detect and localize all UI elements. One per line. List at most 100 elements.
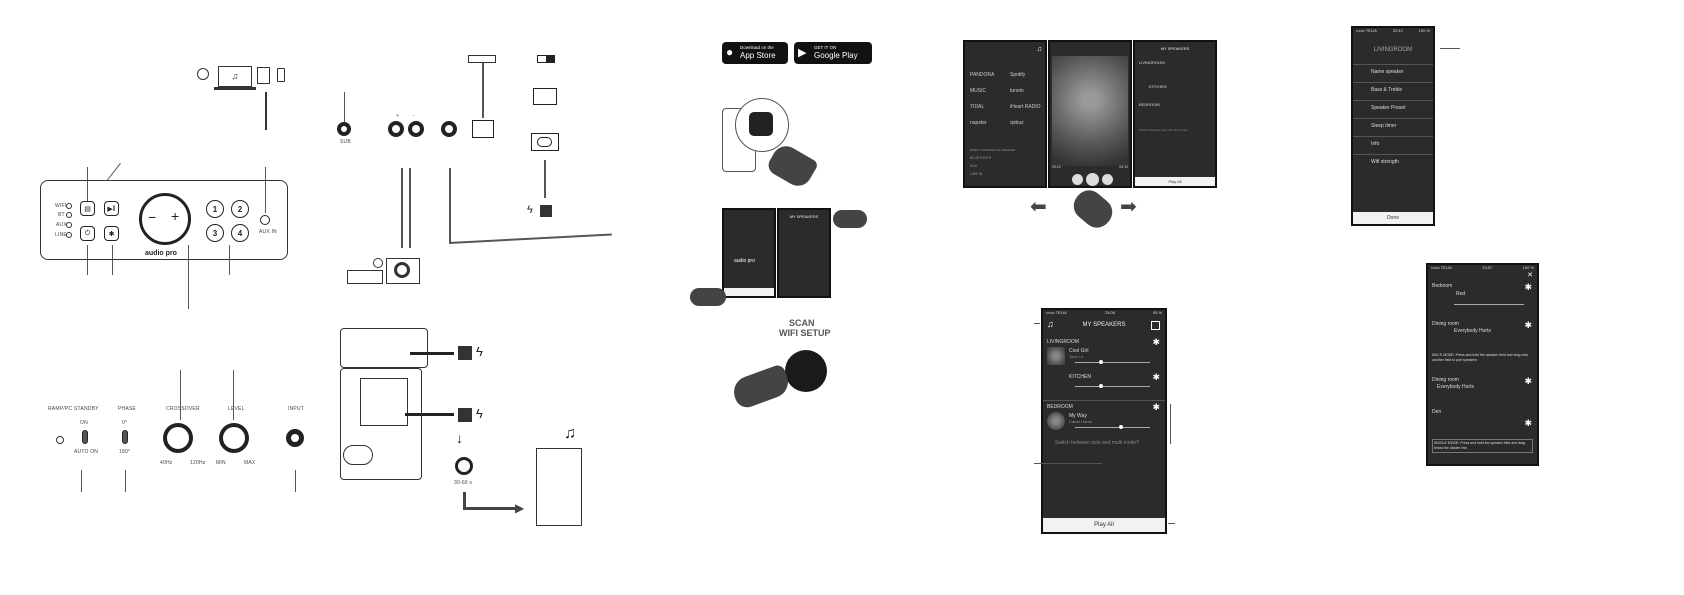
room-bedroom[interactable]: Bedroom — [1432, 283, 1453, 289]
volume-slider[interactable] — [1454, 304, 1524, 305]
settings-item-bass-treble[interactable]: Bass & Treble — [1371, 87, 1403, 93]
service-iheart[interactable]: iHeart RADIO — [1010, 104, 1041, 110]
status-bar: •••oo TELIA 23:08 95 % — [1043, 310, 1165, 316]
room-dining-2[interactable]: Dining room — [1432, 377, 1459, 383]
preset-4-button[interactable]: 4 — [231, 224, 249, 242]
done-button[interactable]: Done — [1353, 212, 1433, 224]
volume-knob[interactable] — [1119, 425, 1123, 429]
volume-slider[interactable] — [1075, 386, 1150, 387]
clock: 22:42 — [1392, 28, 1403, 33]
volume-ring[interactable] — [139, 193, 191, 245]
google-play-badge[interactable]: ▶ GET IT ON Google Play — [794, 42, 872, 64]
settings-item-wifi-strength[interactable]: Wifi strength — [1371, 159, 1399, 165]
direct-aux[interactable]: AUX — [970, 164, 978, 168]
crossover-knob[interactable] — [163, 423, 193, 453]
settings-item-sleep-timer[interactable]: Sleep timer — [1371, 123, 1397, 129]
gear-icon[interactable]: ✱ — [1524, 418, 1532, 428]
preset-2-button[interactable]: 2 — [231, 200, 249, 218]
settings-item-speaker-preset[interactable]: Speaker Preset — [1371, 105, 1406, 111]
pressing-hand-icon — [729, 363, 793, 411]
gear-icon[interactable]: ✱ — [1524, 282, 1532, 292]
play-all-button[interactable]: Play All — [1043, 518, 1165, 532]
settings-item-info[interactable]: Info — [1371, 141, 1380, 147]
room-dining[interactable]: Dining room — [1432, 321, 1459, 327]
room-livingroom[interactable]: LIVINGROOM — [1047, 339, 1079, 345]
play-button[interactable] — [1086, 173, 1099, 186]
tablet-icon — [257, 67, 270, 84]
direct-bluetooth[interactable]: BLUETOOTH — [970, 156, 992, 160]
source-icon: ▤ — [84, 205, 91, 213]
callout-line — [188, 245, 189, 309]
gear-icon[interactable]: ✱ — [1524, 376, 1532, 386]
sub-label: SUB — [340, 139, 351, 145]
wifi-label: WIFI — [55, 203, 67, 209]
rca-right-jack — [408, 121, 424, 137]
room-bedroom[interactable]: BEDROOM — [1139, 102, 1160, 107]
setup-button[interactable] — [724, 288, 774, 296]
level-knob[interactable] — [219, 423, 249, 453]
settings-item-name-speaker[interactable]: Name speaker — [1371, 69, 1404, 75]
volume-down-button[interactable]: − — [148, 209, 157, 225]
bluetooth-button[interactable]: ✱ — [104, 226, 119, 241]
room-bedroom[interactable]: BEDROOM — [1047, 404, 1073, 410]
song-artist: Calvin Harris — [1069, 419, 1092, 424]
music-icon[interactable]: ♫ — [1047, 319, 1054, 329]
service-tidal[interactable]: TIDAL — [970, 104, 985, 110]
room-livingroom[interactable]: LIVINGROOM — [1139, 60, 1165, 65]
scan-button[interactable] — [785, 350, 827, 392]
divider — [1043, 400, 1165, 401]
room-den[interactable]: Den — [1432, 409, 1442, 415]
gear-icon[interactable]: ✱ — [1152, 402, 1160, 412]
next-button[interactable] — [1102, 174, 1113, 185]
app-store-badge[interactable]: ● Download on the App Store — [722, 42, 788, 64]
close-icon[interactable]: ✕ — [1527, 272, 1533, 279]
callout-line — [229, 245, 230, 275]
service-music[interactable]: MUSIC — [970, 88, 987, 94]
phase-switch[interactable] — [122, 430, 128, 444]
play-all-button[interactable]: Play All — [1135, 177, 1215, 186]
power-cable — [544, 160, 546, 198]
optical-cable — [449, 168, 451, 242]
service-napster[interactable]: napster — [970, 120, 987, 126]
volume-slider[interactable] — [1075, 427, 1150, 428]
lightning-icon: ϟ — [527, 204, 533, 216]
standby-switch[interactable] — [82, 430, 88, 444]
power-cable — [405, 413, 454, 416]
prev-button[interactable] — [1072, 174, 1083, 185]
divider — [1353, 118, 1433, 119]
service-spotify[interactable]: Spotify — [1010, 72, 1026, 78]
speakers-title: MY SPEAKERS — [1082, 322, 1126, 328]
add-speaker-icon[interactable] — [1151, 321, 1160, 330]
battery: 95 % — [1152, 310, 1162, 315]
gear-icon[interactable]: ✱ — [1152, 337, 1160, 347]
divider — [1353, 100, 1433, 101]
service-pandora[interactable]: PANDORA — [970, 72, 995, 78]
preset-3-button[interactable]: 3 — [206, 224, 224, 242]
player-phone: 00:10 04:12 — [1048, 40, 1132, 188]
direct-line-in[interactable]: LINE IN — [970, 172, 983, 176]
switch-hint: Switch between solo and multi mode? — [1055, 440, 1139, 446]
device-body — [40, 180, 288, 260]
service-tunein[interactable]: tunein — [1010, 88, 1024, 94]
gear-icon[interactable]: ✱ — [1524, 320, 1532, 330]
preset-1-button[interactable]: 1 — [206, 200, 224, 218]
volume-knob[interactable] — [1099, 384, 1103, 388]
power-cable — [410, 352, 454, 355]
power-icon: ⏻ — [84, 229, 91, 237]
service-qobuz[interactable]: qobuz — [1010, 120, 1024, 126]
aux-in-jack — [260, 215, 270, 225]
time-left: 00:10 — [1052, 165, 1061, 169]
source-button[interactable]: ▤ — [80, 201, 95, 216]
swipe-hand-icon — [1068, 184, 1118, 234]
battery: 100 % — [1418, 28, 1430, 33]
callout-line — [1034, 323, 1040, 324]
power-button[interactable]: ⏻ — [80, 226, 95, 241]
volume-slider[interactable] — [1075, 362, 1150, 363]
room-kitchen[interactable]: KITCHEN — [1069, 374, 1091, 380]
play-pause-button[interactable]: ▶‖ — [104, 201, 119, 216]
volume-up-button[interactable]: + — [171, 208, 180, 224]
room-kitchen[interactable]: KITCHEN — [1149, 84, 1167, 89]
volume-knob[interactable] — [1099, 360, 1103, 364]
gear-icon[interactable]: ✱ — [1152, 372, 1160, 382]
app-icon[interactable] — [749, 112, 773, 136]
